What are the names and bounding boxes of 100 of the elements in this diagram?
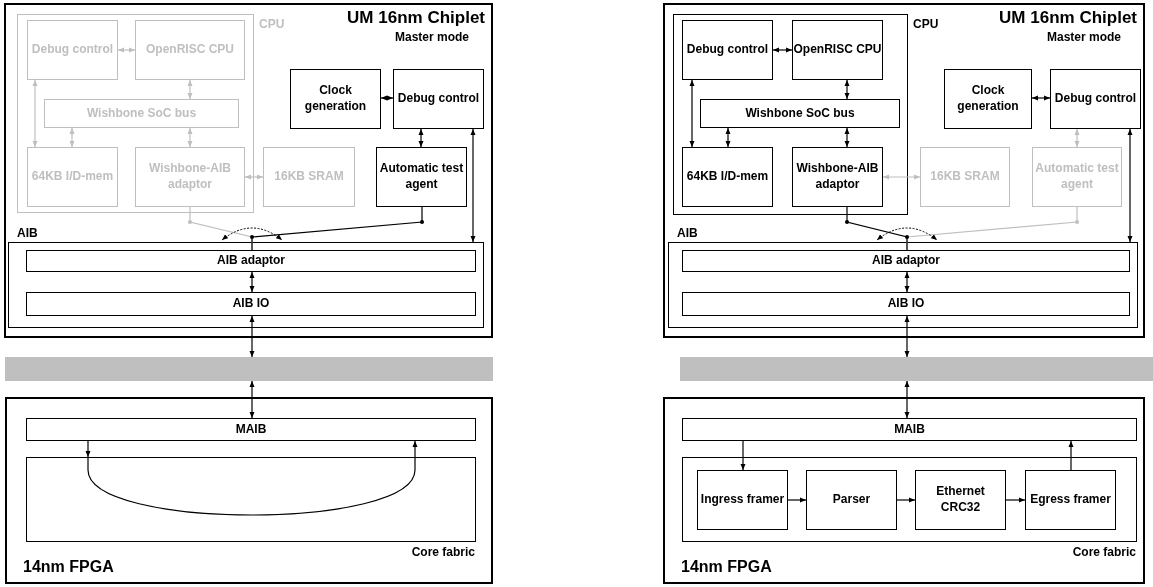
interface-bar (26, 292, 476, 316)
block-label: 16KB SRAM (274, 169, 344, 185)
connector-line (251, 206, 423, 251)
connector-line (846, 206, 908, 251)
block-label: Wishbone SoC bus (745, 105, 855, 122)
block-label: AIB IO (232, 296, 270, 312)
block-label: MAIB (235, 421, 267, 438)
block-label: OpenRISC CPU (146, 42, 234, 58)
function-block (44, 99, 239, 128)
connector-arrow (772, 47, 793, 53)
function-block (792, 20, 883, 80)
region-label: CPU (913, 17, 939, 31)
function-block (135, 20, 245, 80)
interface-bar (26, 418, 476, 441)
connector-arrow (1005, 497, 1026, 503)
connector-arrow (412, 440, 418, 458)
connector-arrow (1074, 128, 1080, 148)
chiplet-die (4, 3, 493, 338)
function-block (1032, 147, 1122, 207)
connector-arrow (787, 497, 807, 503)
connector-arrow (904, 315, 910, 358)
connector-arrow (1127, 128, 1133, 243)
function-block (1025, 470, 1116, 530)
block-label: AIB IO (887, 296, 925, 312)
region-label: 14nm FPGA (681, 558, 772, 576)
function-block (393, 69, 484, 129)
connector-arrow (882, 174, 921, 180)
connector-arrow (69, 127, 75, 148)
function-block (915, 470, 1006, 530)
interface-bar (682, 292, 1130, 316)
die-subtitle: Master mode (394, 30, 469, 44)
connector-arrow (249, 315, 255, 358)
block-label: Debug control (31, 42, 114, 58)
connector-arrow (32, 79, 38, 148)
function-block (944, 69, 1032, 129)
block-label: Egress framer (1030, 492, 1111, 508)
block-label: Automatic test agent (378, 161, 465, 193)
block-label: OpenRISC CPU (793, 42, 882, 58)
block-label: Debug control (397, 91, 480, 107)
block-label: Ingress framer (700, 492, 785, 508)
connector-arrow (904, 271, 910, 293)
connector-arrow (1068, 440, 1074, 471)
connector-arrow (844, 127, 850, 148)
function-block (682, 20, 773, 80)
connector-arrow (740, 440, 746, 471)
connector-arrow (249, 380, 255, 419)
block-label: MAIB (894, 421, 925, 438)
interface-bar (682, 250, 1130, 272)
interface-bar (682, 418, 1137, 441)
region-label: AIB (17, 226, 38, 240)
bridge-bar (5, 357, 493, 381)
function-block (920, 147, 1010, 207)
function-block (290, 69, 381, 129)
connector-arrow (844, 79, 850, 100)
function-block (682, 147, 773, 207)
fpga-die (663, 397, 1145, 584)
function-block (263, 147, 355, 207)
connector-arrow (380, 95, 394, 101)
block-label: AIB adaptor (872, 253, 940, 269)
bridge-bar (680, 357, 1153, 381)
connector-arrow (689, 79, 695, 148)
function-block (700, 99, 900, 128)
region-label: CPU (259, 17, 285, 31)
interface-bar (26, 250, 476, 272)
connector-arrow (249, 271, 255, 293)
function-block (27, 147, 118, 207)
block-label: AIB adaptor (217, 253, 285, 269)
function-block (792, 147, 883, 207)
block-label: Wishbone SoC bus (86, 105, 197, 122)
function-block (27, 20, 118, 80)
block-label: Debug control (1054, 91, 1137, 107)
function-block (135, 147, 245, 207)
block-label: 64KB I/D-mem (686, 169, 769, 185)
connector-arrow (187, 127, 193, 148)
block-label: Wishbone-AIB adaptor (148, 161, 232, 193)
region-label: Core fabric (1072, 545, 1136, 559)
connector-arrow (85, 440, 91, 458)
function-block (1050, 69, 1141, 129)
block-label: Parser (832, 492, 871, 508)
region-label: AIB (677, 226, 698, 240)
function-block (376, 147, 467, 207)
connector-arrow (904, 380, 910, 419)
connector-arrow (725, 127, 731, 148)
region-label: Core fabric (411, 545, 475, 559)
block-label: Automatic test agent (1034, 161, 1120, 193)
die-title: UM 16nm Chiplet (999, 8, 1137, 28)
connector-arrow (470, 128, 476, 243)
connector-arrow (418, 128, 424, 148)
die-subtitle: Master mode (1046, 30, 1121, 44)
region-label: 14nm FPGA (23, 558, 114, 576)
connector-arrow (117, 47, 136, 53)
block-label: Wishbone-AIB adaptor (795, 161, 880, 193)
connector-arrow (896, 497, 916, 503)
function-block (806, 470, 897, 530)
function-block (697, 470, 788, 530)
die-title: UM 16nm Chiplet (347, 8, 485, 28)
block-label: 16KB SRAM (930, 169, 1000, 185)
connector-arrow (244, 174, 264, 180)
fpga-die (5, 397, 493, 584)
connector-arrow (1031, 95, 1051, 101)
